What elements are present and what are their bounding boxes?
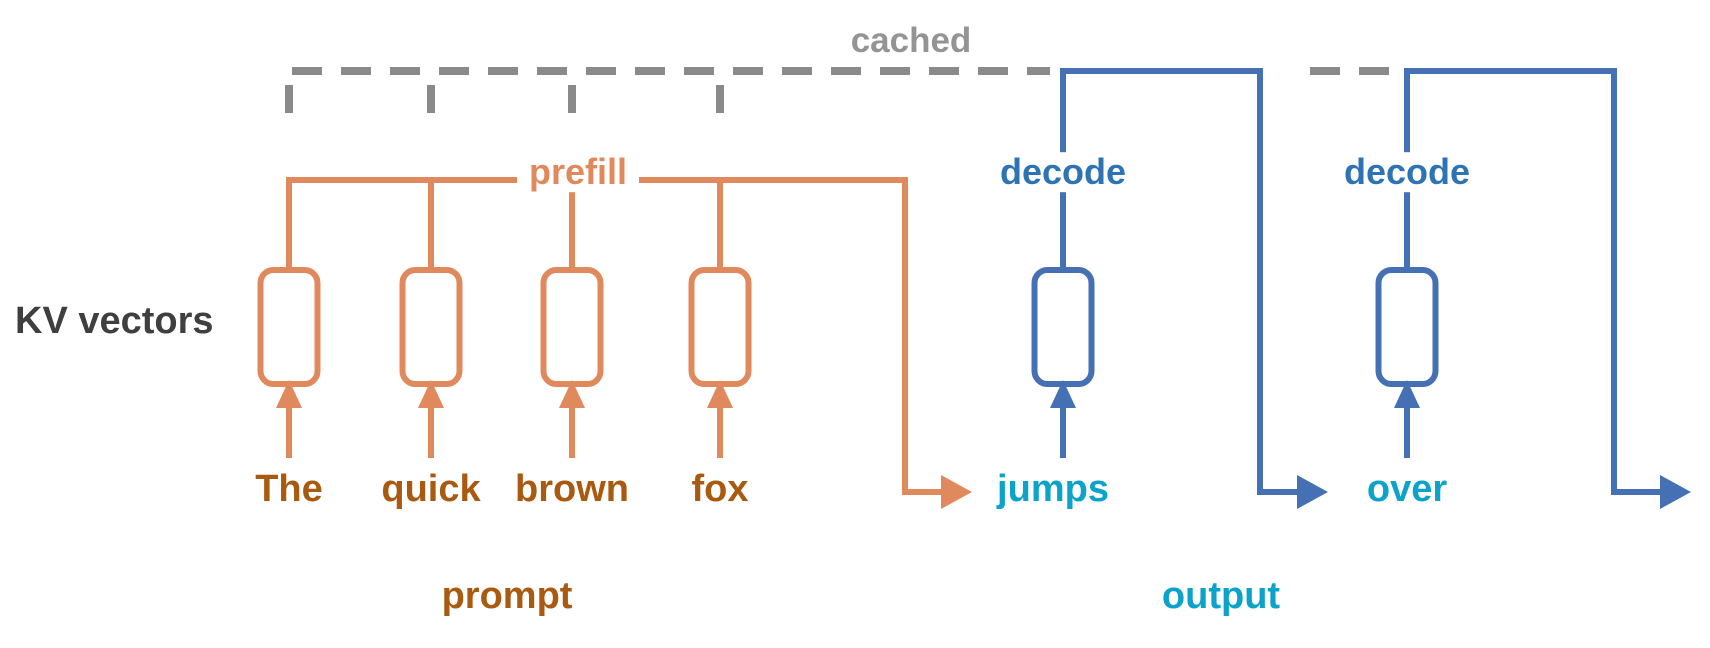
prompt-token-brown: brown — [515, 468, 629, 511]
cached-label: cached — [850, 20, 972, 60]
output-token-jumps: jumps — [997, 468, 1109, 511]
cached-dashed-ticks — [285, 85, 724, 113]
prompt-token-quick: quick — [381, 468, 481, 511]
prefill-kv-boxes — [257, 267, 752, 387]
prefill-lines — [286, 177, 941, 495]
decode-label-1: decode — [987, 152, 1139, 192]
output-token-over: over — [1366, 468, 1448, 511]
prompt-group-label: prompt — [441, 575, 573, 618]
decode-kv-boxes — [1031, 267, 1439, 387]
decode-arrowheads — [1050, 380, 1691, 509]
prefill-label: prefill — [516, 152, 640, 192]
prefill-arrowheads — [276, 380, 972, 509]
kv-vectors-label: KV vectors — [15, 300, 214, 343]
decode-label-2: decode — [1331, 152, 1483, 192]
prompt-token-the: The — [255, 468, 323, 511]
prompt-token-fox: fox — [691, 468, 749, 511]
decode-lines — [1060, 68, 1660, 495]
output-group-label: output — [1161, 575, 1281, 618]
